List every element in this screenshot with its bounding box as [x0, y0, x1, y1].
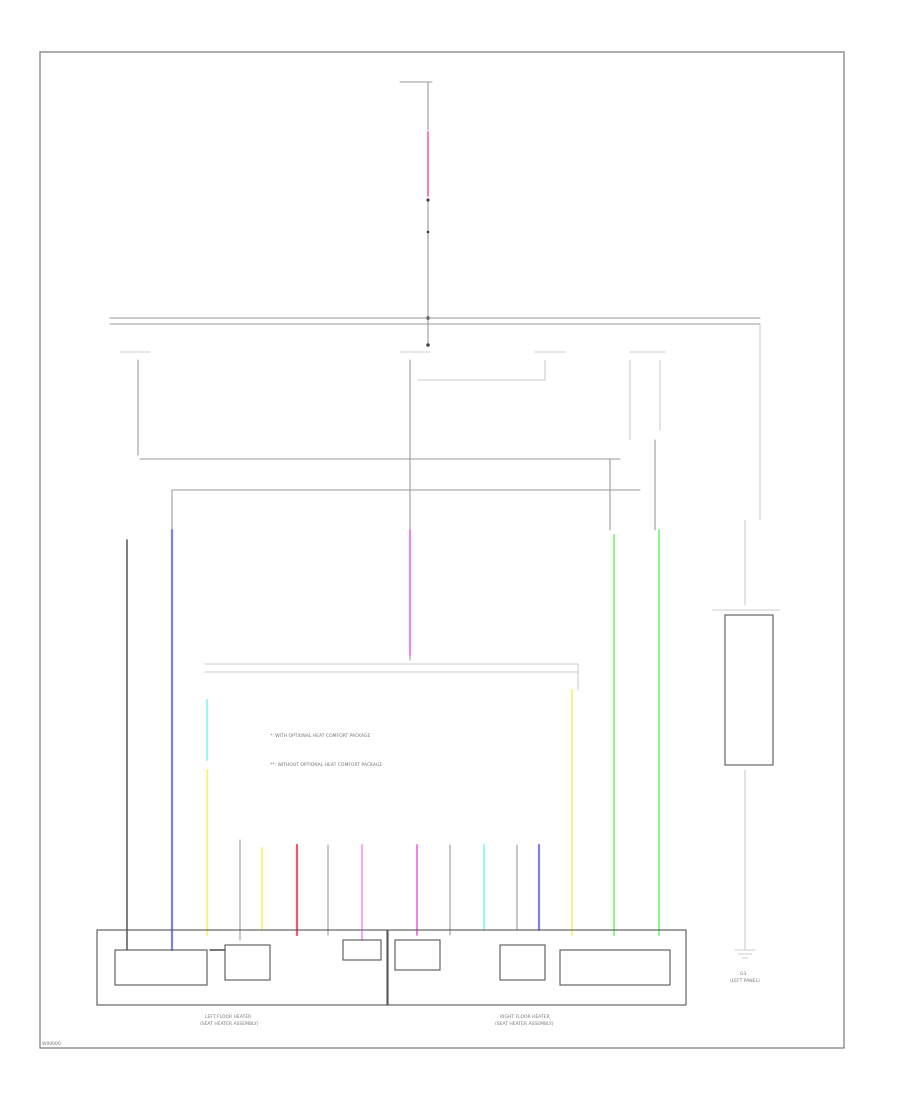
corner-code: W00000 [42, 1041, 61, 1047]
top-feed [399, 81, 433, 347]
left-heater-title: LEFT FLOOR HEATER [205, 1014, 251, 1020]
note-1: *: WITH OPTIONAL HEAT COMFORT PACKAGE [270, 733, 371, 739]
diagram-frame [39, 51, 845, 1049]
main-bus [109, 317, 761, 521]
note-2: **: WITHOUT OPTIONAL HEAT COMFORT PACKAG… [270, 762, 382, 768]
left-heater-assembly [96, 929, 388, 1006]
right-wires [204, 529, 660, 936]
ground-sublabel: (LEFT PANEL) [730, 978, 760, 984]
right-heater-assembly [387, 929, 687, 1006]
switch-connectors [119, 351, 666, 661]
left-wires [126, 528, 411, 952]
secondary-buses [139, 439, 656, 536]
right-heater-subtitle: (SEAT HEATER ASSEMBLY) [495, 1021, 554, 1027]
ground-label: G3 [740, 971, 746, 977]
left-heater-subtitle: (SEAT HEATER ASSEMBLY) [200, 1021, 259, 1027]
right-heater-title: RIGHT FLOOR HEATER [500, 1014, 550, 1020]
right-branch [711, 519, 781, 959]
component-wires [239, 839, 541, 941]
